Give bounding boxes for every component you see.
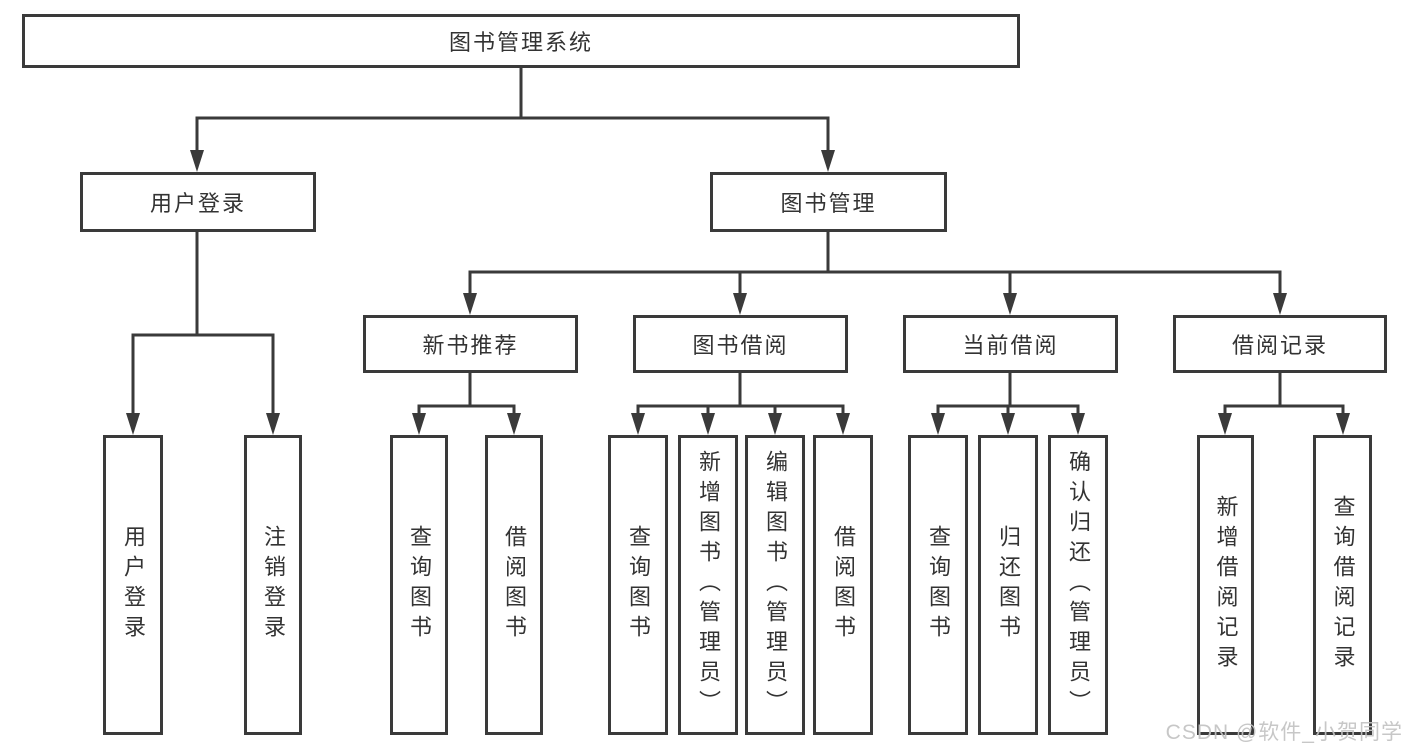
leaf-label: 确认归还（管理员）: [1066, 450, 1091, 720]
node-user-login-module: 用户登录: [80, 172, 316, 232]
leaf-label: 借阅图书: [502, 525, 527, 645]
node-label: 新书推荐: [422, 333, 519, 358]
node-borrowing-records: 借阅记录: [1173, 315, 1387, 373]
leaf-label: 新增借阅记录: [1213, 495, 1239, 675]
node-label: 当前借阅: [962, 333, 1059, 358]
leaf-return-books: 归还图书: [978, 435, 1038, 735]
leaf-label: 查询图书: [626, 525, 651, 645]
leaf-label: 新增图书（管理员）: [696, 450, 721, 720]
leaf-logout: 注销登录: [244, 435, 302, 735]
node-label: 用户登录: [149, 191, 246, 216]
leaf-label: 查询借阅记录: [1330, 495, 1356, 675]
leaf-label: 借阅图书: [831, 525, 856, 645]
leaf-borrow-books-2: 借阅图书: [813, 435, 873, 735]
leaf-label: 用户登录: [121, 525, 146, 645]
leaf-query-borrow-record: 查询借阅记录: [1313, 435, 1372, 735]
node-book-management-module: 图书管理: [710, 172, 947, 232]
leaf-label: 注销登录: [261, 525, 286, 645]
leaf-label: 查询图书: [926, 525, 951, 645]
leaf-edit-books-admin: 编辑图书（管理员）: [745, 435, 805, 735]
leaf-label: 查询图书: [407, 525, 432, 645]
leaf-query-books-1: 查询图书: [390, 435, 448, 735]
node-label: 图书管理系统: [448, 30, 593, 55]
leaf-add-borrow-record: 新增借阅记录: [1197, 435, 1254, 735]
leaf-add-books-admin: 新增图书（管理员）: [678, 435, 738, 735]
node-new-book-recommend: 新书推荐: [363, 315, 578, 373]
leaf-label: 编辑图书（管理员）: [763, 450, 788, 720]
node-label: 借阅记录: [1231, 333, 1328, 358]
leaf-user-login: 用户登录: [103, 435, 163, 735]
leaf-label: 归还图书: [996, 525, 1021, 645]
leaf-query-books-3: 查询图书: [908, 435, 968, 735]
node-label: 图书管理: [780, 191, 877, 216]
leaf-confirm-return-admin: 确认归还（管理员）: [1048, 435, 1108, 735]
leaf-borrow-books-1: 借阅图书: [485, 435, 543, 735]
leaf-query-books-2: 查询图书: [608, 435, 668, 735]
csdn-watermark: CSDN @软件_小贺同学: [1165, 721, 1403, 744]
node-label: 图书借阅: [692, 333, 789, 358]
node-current-borrowing: 当前借阅: [903, 315, 1118, 373]
node-library-management-system: 图书管理系统: [22, 14, 1020, 68]
node-book-borrowing: 图书借阅: [633, 315, 848, 373]
